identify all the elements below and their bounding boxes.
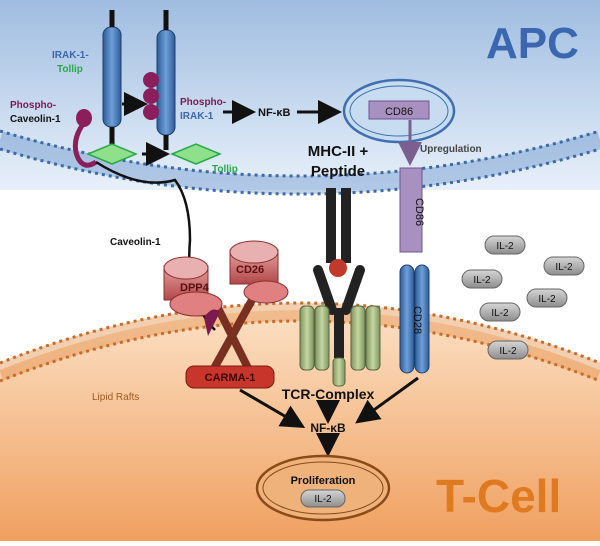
cd86-membrane-protein <box>399 167 423 253</box>
cd28-label: CD28 <box>411 306 423 334</box>
cd86-nucleus-label: CD86 <box>385 106 413 118</box>
irak1-label: IRAK-1- <box>52 50 89 61</box>
lipid-rafts-label: Lipid Rafts <box>92 392 139 403</box>
arrow-cd28-nfkb <box>355 376 419 424</box>
tcr-receptor <box>313 265 365 358</box>
cd86-membrane-label: CD86 <box>413 198 425 226</box>
mhc-label-2: Peptide <box>311 163 365 180</box>
cd86-nucleus-box <box>368 100 430 120</box>
tollip-diamond-right <box>170 143 222 165</box>
proliferation-label: Proliferation <box>291 475 356 487</box>
phospho-irak-label-1: Phospho- <box>180 97 226 108</box>
apc-title: APC <box>486 19 579 68</box>
tcell-nucleus <box>255 454 391 522</box>
cd28-receptor <box>399 264 430 374</box>
tcr-label: TCR-Complex <box>282 386 375 402</box>
tcell-title: T-Cell <box>436 470 561 522</box>
il2-pill-3: IL-2 <box>473 275 491 286</box>
nfkb-apc-label: NF-κB <box>258 107 290 119</box>
phospho-caveolin-protein <box>72 109 98 168</box>
arrow-carma-nfkb <box>239 388 306 429</box>
phospho-caveolin-label-2: Caveolin-1 <box>10 114 61 125</box>
cd26-label: CD26 <box>236 264 264 276</box>
il2-pill-6: IL-2 <box>499 346 517 357</box>
tcell-nucleus-inner <box>262 461 384 515</box>
synapse-gap <box>0 190 600 320</box>
apc-membrane <box>0 129 600 196</box>
carma-label: CARMA-1 <box>205 372 256 384</box>
tollip-diamond-left <box>86 143 138 165</box>
il2-pill-2: IL-2 <box>555 262 573 273</box>
caveolin-label: Caveolin-1 <box>110 237 161 248</box>
il2-nucleus-label: IL-2 <box>314 494 332 505</box>
tollip-mid-label: Tollip <box>212 164 238 175</box>
dpp4-label: DPP4 <box>180 282 210 294</box>
il2-pill-5: IL-2 <box>491 308 509 319</box>
dpp4-cd26-complex <box>163 240 289 374</box>
tollip-top-label: Tollip <box>57 64 83 75</box>
il2-pill-4: IL-2 <box>538 294 556 305</box>
upregulation-label: Upregulation <box>420 144 482 155</box>
phospho-caveolin-label-1: Phospho- <box>10 100 56 111</box>
carma-box <box>185 365 275 389</box>
mhc-label-1: MHC-II + <box>308 143 369 160</box>
il2-pill-1: IL-2 <box>496 241 514 252</box>
nfkb-tcell-label: NF-κB <box>310 421 346 435</box>
apc-nucleus-inner <box>349 85 449 137</box>
mhc-ii-molecule <box>326 188 351 277</box>
cd3-complex <box>299 305 381 387</box>
il2-nucleus-pill <box>300 489 346 508</box>
il2-cluster <box>461 235 585 360</box>
phospho-irak-label-2: IRAK-1 <box>180 111 214 122</box>
